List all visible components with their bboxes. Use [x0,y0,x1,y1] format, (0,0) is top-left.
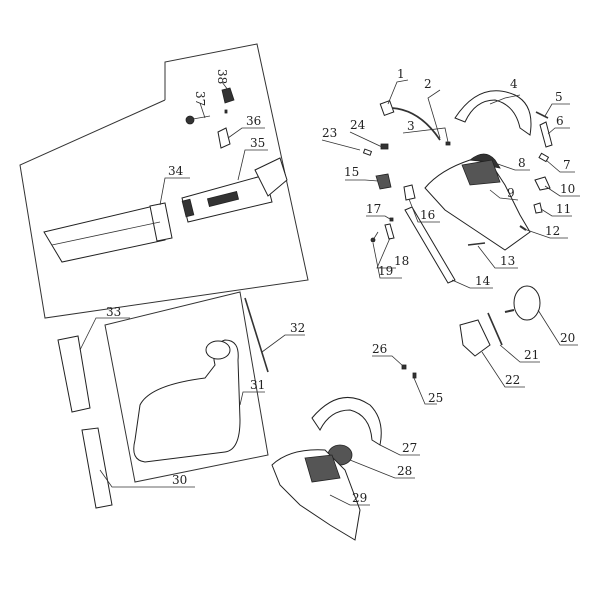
label-29: 29 [352,491,367,505]
part-23-clip [362,148,373,156]
label-8: 8 [518,156,526,170]
part-22-impeller-housing [459,319,491,357]
lower-inset-frame [104,291,269,483]
part-5-pin [535,111,549,119]
part-3-cord-clip [445,141,451,146]
label-25: 25 [428,391,443,405]
label-35: 35 [250,136,265,150]
part-32-rod [244,297,269,373]
part-14-tube-cover [404,206,456,284]
label-6: 6 [556,114,564,128]
part-31-bag [133,339,241,463]
label-22: 22 [505,373,520,387]
part-34-tube [43,202,173,263]
part-17-washer [389,217,394,222]
label-28: 28 [397,464,412,478]
part-7-switch [538,152,550,163]
part-26-nut [401,364,407,370]
label-15: 15 [344,165,359,179]
label-4: 4 [510,77,518,91]
upper-inset-frame [19,43,309,319]
label-30: 30 [172,473,187,487]
label-38: 38 [215,69,229,84]
part-20-motor [504,285,541,321]
part-labels: 1 2 3 4 5 6 7 8 9 10 11 12 13 14 15 16 1… [106,67,575,505]
label-20: 20 [560,331,575,345]
label-34: 34 [168,164,184,178]
label-1: 1 [397,67,405,81]
label-14: 14 [475,274,491,288]
part-37-knob [185,115,211,125]
part-1-power-cord [379,100,441,141]
part-11-button [533,202,543,214]
part-33-tube-half [57,335,91,413]
part-16-bracket [403,184,416,201]
label-18: 18 [394,254,409,268]
part-24-cap [380,143,389,150]
part-29-housing-half [271,449,361,541]
label-24: 24 [350,118,366,132]
part-15-fan-nut [375,173,392,190]
label-17: 17 [366,202,381,216]
part-19-screw [370,231,379,243]
label-33: 33 [106,305,121,319]
part-30-tube-half [81,427,113,509]
label-32: 32 [290,321,305,335]
label-26: 26 [372,342,387,356]
part-25-screw [412,372,417,379]
part-13-shaft [467,242,486,246]
label-37: 37 [193,91,207,106]
label-23: 23 [322,126,337,140]
part-21-rod [487,312,503,346]
part-4-handle [454,90,532,136]
label-27: 27 [402,441,417,455]
label-9: 9 [507,186,515,200]
label-21: 21 [524,348,539,362]
label-2: 2 [424,77,432,91]
label-5: 5 [555,90,563,104]
label-36: 36 [246,114,261,128]
leader-lines [79,79,580,506]
part-27-handle [311,397,382,446]
label-7: 7 [563,158,571,172]
label-19: 19 [378,264,393,278]
part-38-latch [221,87,235,114]
part-9-housing [424,159,531,251]
label-12: 12 [545,224,560,238]
label-31: 31 [250,378,265,392]
part-35-tube-handle [181,157,288,223]
part-18-sleeve [384,223,395,240]
label-13: 13 [500,254,515,268]
label-11: 11 [556,202,571,216]
part-6-spring [539,121,553,148]
label-3: 3 [407,119,415,133]
part-36-clip [217,127,231,149]
label-10: 10 [560,182,575,196]
label-16: 16 [420,208,435,222]
